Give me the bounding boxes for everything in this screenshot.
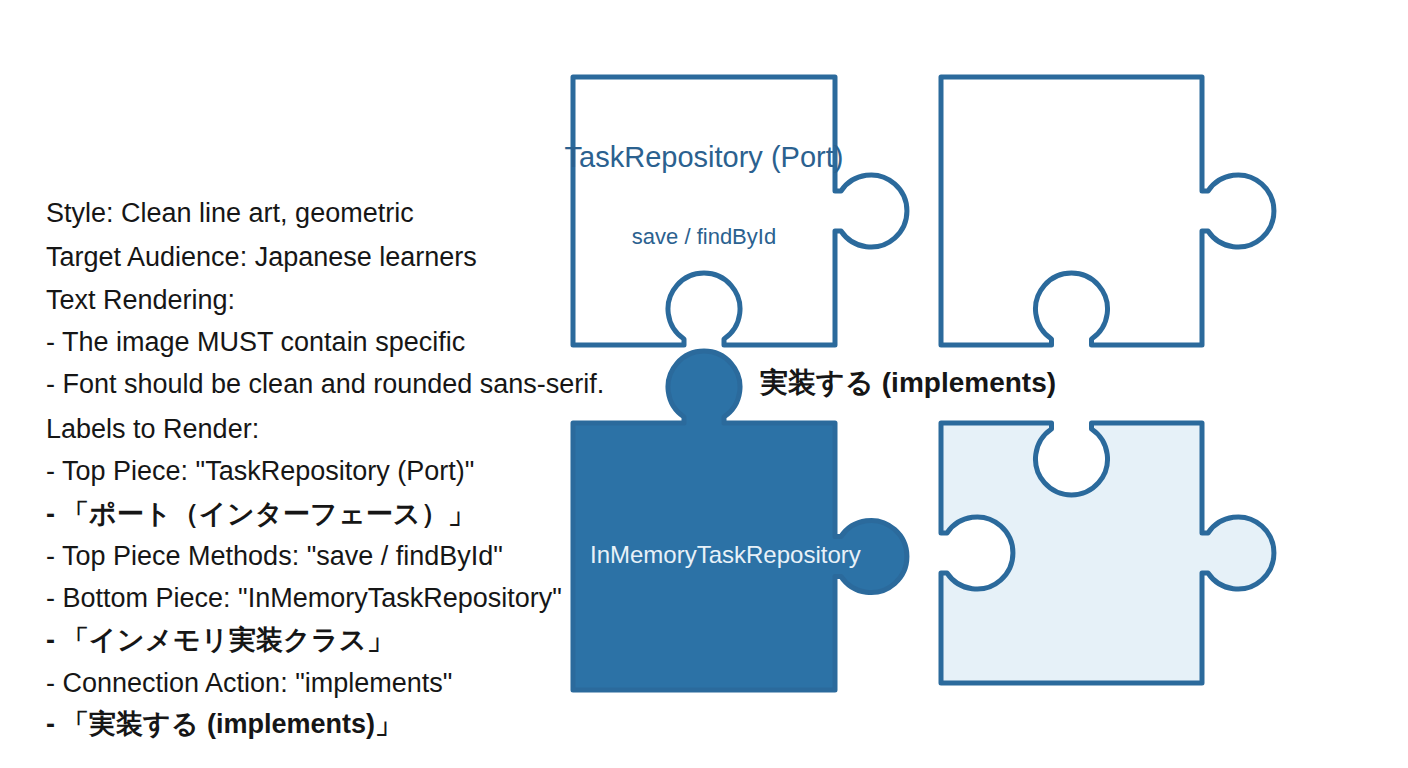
prompt-line: - Top Piece Methods: "save / findById" bbox=[46, 539, 503, 573]
prompt-line: - Font should be clean and rounded sans-… bbox=[46, 367, 604, 401]
prompt-line: Style: Clean line art, geometric bbox=[46, 196, 414, 230]
prompt-line: - 「実装する (implements)」 bbox=[46, 707, 402, 741]
puzzle-shape bbox=[573, 351, 907, 690]
empty-puzzle-piece bbox=[941, 77, 1274, 345]
class-name: InMemoryTaskRepository bbox=[590, 540, 910, 570]
prompt-line: Text Rendering: bbox=[46, 283, 235, 317]
prompt-line: Labels to Render: bbox=[46, 412, 259, 446]
interface-name: TaskRepository (Port) bbox=[563, 137, 845, 177]
puzzle-outline bbox=[573, 77, 835, 345]
prompt-line: - 「ポート（インターフェース）」 bbox=[46, 497, 476, 531]
implements-label: 実装する (implements) bbox=[760, 366, 1056, 400]
prompt-line: - Connection Action: "implements" bbox=[46, 666, 452, 700]
empty-puzzle-piece bbox=[941, 423, 1274, 683]
puzzle-shape bbox=[573, 77, 907, 345]
implementation-puzzle-piece: InMemoryTaskRepository bbox=[573, 423, 835, 690]
method-list: save / findById bbox=[563, 223, 845, 251]
prompt-line: - Top Piece: "TaskRepository (Port)" bbox=[46, 454, 474, 488]
port-puzzle-piece: TaskRepository (Port)save / findById bbox=[573, 77, 835, 345]
prompt-line: Target Audience: Japanese learners bbox=[46, 240, 477, 274]
prompt-line: - 「インメモリ実装クラス」 bbox=[46, 623, 395, 657]
prompt-line: - The image MUST contain specific bbox=[46, 325, 465, 359]
prompt-line: - Bottom Piece: "InMemoryTaskRepository" bbox=[46, 581, 562, 615]
